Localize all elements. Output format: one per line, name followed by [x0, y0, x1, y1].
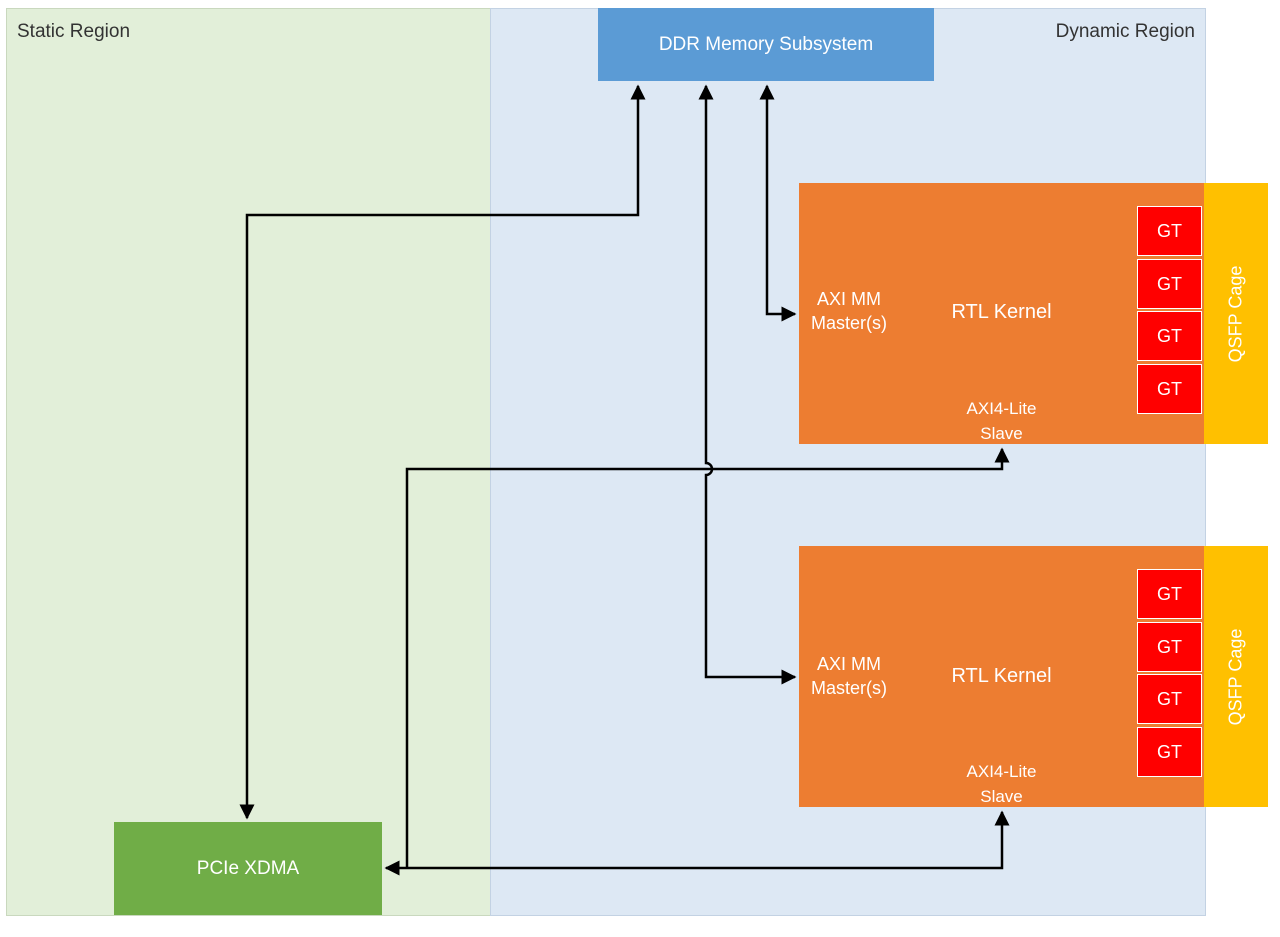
kernel-2-slave-line1: AXI4-Lite	[966, 762, 1037, 781]
kernel-1-axi4-lite-slave-label: AXI4-Lite Slave	[954, 396, 1049, 446]
kernel-2-master-line1: AXI MM	[816, 654, 881, 674]
kernel-2-slave-line2: Slave	[980, 787, 1023, 806]
ddr-memory-subsystem-label: DDR Memory Subsystem	[658, 33, 874, 55]
rtl-kernel-1-block: AXI MM Master(s) RTL Kernel AXI4-Lite Sl…	[799, 183, 1204, 444]
kernel-2-gt-2: GT	[1137, 622, 1202, 672]
rtl-kernel-2-block: AXI MM Master(s) RTL Kernel AXI4-Lite Sl…	[799, 546, 1204, 807]
kernel-1-slave-line1: AXI4-Lite	[966, 399, 1037, 418]
pcie-kernel2-slave-connector	[384, 810, 1010, 876]
qsfp-cage-2: QSFP Cage	[1204, 546, 1268, 807]
ddr-kernel2-master-connector	[698, 84, 797, 685]
kernel-2-gt-4: GT	[1137, 727, 1202, 777]
kernel-1-master-line1: AXI MM	[816, 289, 881, 309]
kernel-1-gt-1: GT	[1137, 206, 1202, 256]
kernel-1-gt-3: GT	[1137, 311, 1202, 361]
kernel-2-gt-3: GT	[1137, 674, 1202, 724]
kernel-1-axi-mm-master-label: AXI MM Master(s)	[803, 287, 895, 335]
kernel-1-gt-4: GT	[1137, 364, 1202, 414]
kernel-2-axi-mm-master-label: AXI MM Master(s)	[803, 652, 895, 700]
dynamic-region-label: Dynamic Region	[1055, 21, 1195, 42]
kernel-1-title: RTL Kernel	[951, 301, 1052, 323]
kernel-2-master-line2: Master(s)	[811, 678, 887, 698]
kernel-2-gt-1: GT	[1137, 569, 1202, 619]
pcie-xdma-label: PCIe XDMA	[196, 857, 300, 879]
qsfp-cage-1: QSFP Cage	[1204, 183, 1268, 444]
pcie-ddr-connector	[239, 84, 646, 820]
ddr-kernel1-master-connector	[759, 84, 797, 322]
kernel-1-master-line2: Master(s)	[811, 313, 887, 333]
pcie-kernel1-slave-connector	[405, 447, 1010, 868]
kernel-2-axi4-lite-slave-label: AXI4-Lite Slave	[954, 759, 1049, 809]
static-region-label: Static Region	[17, 21, 131, 42]
kernel-2-title: RTL Kernel	[951, 665, 1052, 687]
kernel-1-gt-2: GT	[1137, 259, 1202, 309]
pcie-xdma-block: PCIe XDMA	[114, 822, 382, 915]
kernel-1-slave-line2: Slave	[980, 424, 1023, 443]
ddr-memory-subsystem-block: DDR Memory Subsystem	[598, 8, 934, 81]
